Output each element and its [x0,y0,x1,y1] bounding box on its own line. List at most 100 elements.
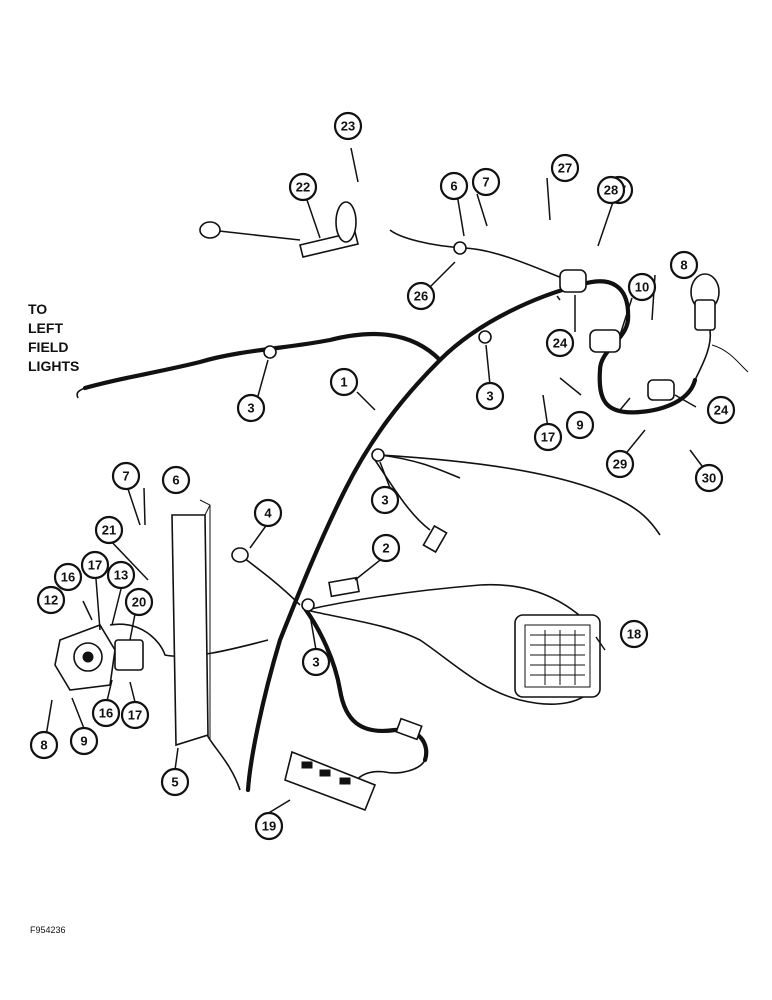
clamp-24-lower [647,379,675,401]
rear-lamp-wire [109,623,269,658]
svg-text:23: 23 [341,119,355,134]
branch-connector [422,524,448,554]
svg-text:24: 24 [553,336,568,351]
svg-text:29: 29 [613,457,627,472]
callout-3: 3 [301,647,331,677]
note-line-4: LIGHTS [28,358,80,374]
svg-text:30: 30 [702,471,716,486]
left-harness-end [76,387,86,399]
svg-text:17: 17 [128,708,142,723]
callout-4: 4 [253,498,283,528]
callout-30: 30 [694,463,724,493]
svg-text:1: 1 [340,375,347,390]
lamp-bracket [284,750,377,812]
sensor-wire [389,229,581,286]
svg-text:19: 19 [262,819,276,834]
svg-text:24: 24 [714,403,729,418]
svg-text:6: 6 [450,179,457,194]
callout-17: 17 [533,422,563,452]
svg-text:12: 12 [44,593,58,608]
svg-text:7: 7 [122,469,129,484]
svg-text:20: 20 [132,595,146,610]
callout-17: 17 [80,550,110,580]
svg-text:28: 28 [604,183,618,198]
callout-8: 8 [669,250,699,280]
leaders [44,147,709,818]
callout-12: 12 [36,585,66,615]
lamp-wire [354,759,426,783]
callout-26: 26 [406,281,436,311]
callout-10: 10 [627,272,657,302]
work-light [514,614,601,698]
svg-text:3: 3 [247,401,254,416]
svg-text:5: 5 [171,775,178,790]
grommet-wire [239,554,301,606]
lamp-plug [395,717,423,741]
callout-3: 3 [370,485,400,515]
callout-8: 8 [29,730,59,760]
callout-9: 9 [69,726,99,756]
svg-text:8: 8 [40,738,47,753]
callout-16: 16 [91,698,121,728]
note-line-3: FIELD [28,339,69,355]
callout-7: 7 [111,461,141,491]
svg-text:9: 9 [576,418,583,433]
svg-text:22: 22 [296,180,310,195]
callout-1: 1 [329,367,359,397]
socket-side-wire [711,344,749,373]
sensor-bracket [199,201,359,258]
svg-text:21: 21 [102,523,116,538]
branch-wire-a [379,454,461,479]
svg-text:2: 2 [382,541,389,556]
svg-text:10: 10 [635,280,649,295]
callout-6: 6 [161,465,191,495]
callout-13: 13 [106,560,136,590]
svg-text:16: 16 [61,570,75,585]
clip-mid [478,330,492,344]
callout-28: 28 [596,175,626,205]
svg-text:3: 3 [486,389,493,404]
callout-2: 2 [371,533,401,563]
callout-23: 23 [333,111,363,141]
svg-text:18: 18 [627,627,641,642]
callout-24: 24 [545,328,575,358]
callout-21: 21 [94,515,124,545]
svg-text:3: 3 [312,655,319,670]
clip-left [263,345,277,359]
svg-text:27: 27 [558,161,572,176]
lower-harness [303,607,429,763]
grommet [231,547,249,563]
branch-wire-b [379,454,661,536]
rear-socket-assembly [54,624,144,691]
callout-20: 20 [124,587,154,617]
svg-text:13: 13 [114,568,128,583]
clip-lower [301,598,315,612]
callout-3: 3 [475,381,505,411]
figure-id: F954236 [30,925,66,935]
light-wire-b [305,609,591,705]
svg-text:17: 17 [541,430,555,445]
socket-lead [694,329,712,381]
callout-5: 5 [160,767,190,797]
callout-29: 29 [605,449,635,479]
callout-7: 7 [471,167,501,197]
cover-plate [328,576,360,598]
callout-27: 27 [550,153,580,183]
svg-text:7: 7 [482,175,489,190]
callout-17: 17 [120,700,150,730]
svg-text:17: 17 [88,558,102,573]
svg-text:4: 4 [264,506,272,521]
clamp-24-upper [559,269,587,293]
right-harness-loop [577,279,698,415]
callout-16: 16 [53,562,83,592]
callout-6: 6 [439,171,469,201]
svg-text:6: 6 [172,473,179,488]
callout-24: 24 [706,395,736,425]
note-line-1: TO [28,301,48,317]
svg-text:3: 3 [381,493,388,508]
clip-26 [453,241,467,255]
mounting-panel [171,499,211,747]
callout-9: 9 [565,410,595,440]
light-wire-a [305,583,591,626]
